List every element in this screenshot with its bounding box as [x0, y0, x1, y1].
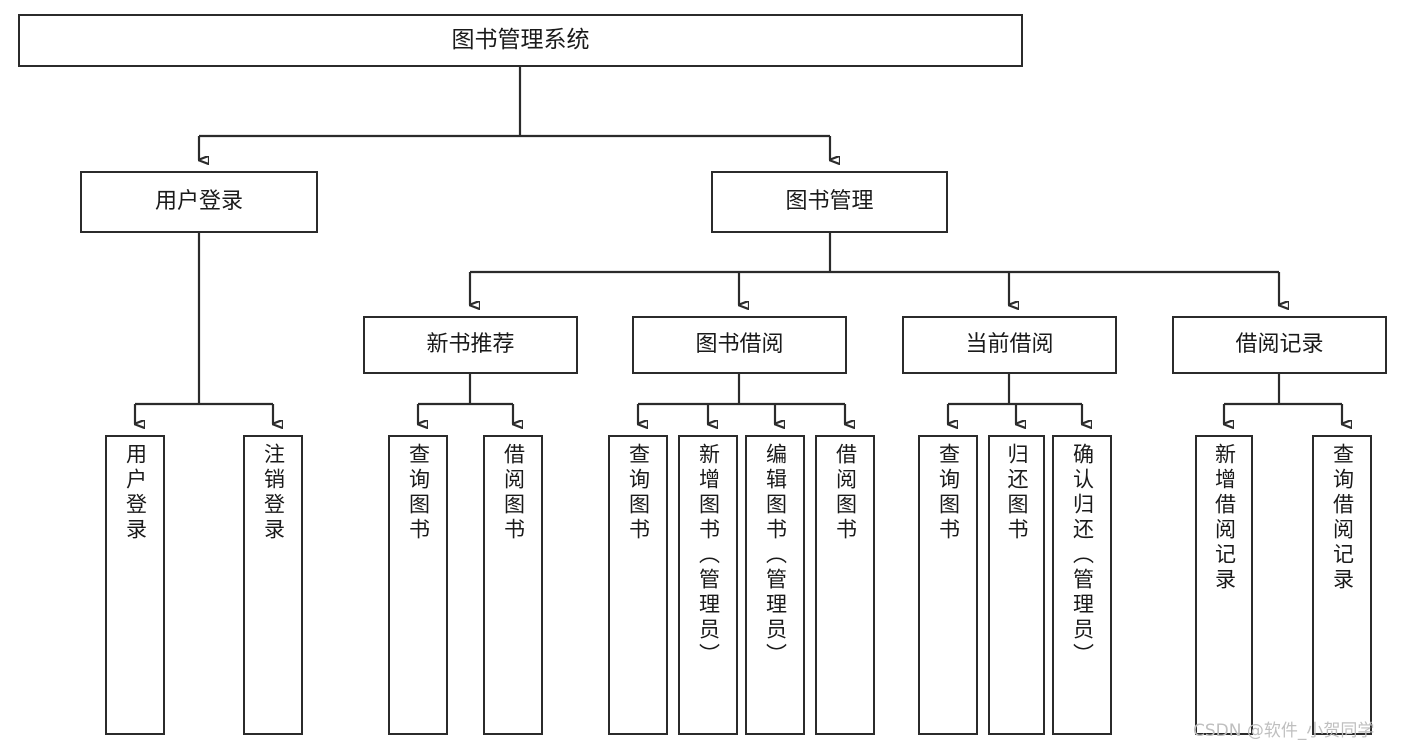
node-leaf-cb-confirm[interactable]: 确认归还（管理员）	[1052, 435, 1112, 735]
node-label: 当前借阅	[965, 332, 1054, 358]
node-label: 图书借阅	[695, 332, 784, 358]
node-label: 查询图书	[936, 443, 961, 543]
node-label: 用户登录	[123, 443, 148, 543]
node-label: 编辑图书（管理员）	[763, 443, 788, 668]
node-label: 用户登录	[154, 189, 243, 215]
node-label: 图书管理系统	[451, 27, 590, 54]
node-label: 查询借阅记录	[1330, 443, 1355, 593]
node-leaf-br-add[interactable]: 新增借阅记录	[1195, 435, 1253, 735]
node-book-manage[interactable]: 图书管理	[711, 171, 948, 233]
node-label: 新增借阅记录	[1212, 443, 1237, 593]
node-label: 查询图书	[626, 443, 651, 543]
node-label: 借阅记录	[1235, 332, 1324, 358]
node-leaf-br-query[interactable]: 查询借阅记录	[1312, 435, 1372, 735]
node-leaf-bb-edit[interactable]: 编辑图书（管理员）	[745, 435, 805, 735]
node-leaf-cb-query[interactable]: 查询图书	[918, 435, 978, 735]
node-leaf-user-login[interactable]: 用户登录	[105, 435, 165, 735]
node-leaf-rec-borrow[interactable]: 借阅图书	[483, 435, 543, 735]
node-leaf-cb-return[interactable]: 归还图书	[988, 435, 1045, 735]
node-user-login[interactable]: 用户登录	[80, 171, 318, 233]
node-root-book-management-system[interactable]: 图书管理系统	[18, 14, 1023, 67]
node-label: 查询图书	[406, 443, 431, 543]
node-label: 新书推荐	[426, 332, 515, 358]
node-leaf-bb-borrow[interactable]: 借阅图书	[815, 435, 875, 735]
node-label: 新增图书（管理员）	[696, 443, 721, 668]
node-new-book-rec[interactable]: 新书推荐	[363, 316, 578, 374]
node-label: 注销登录	[261, 443, 286, 543]
node-leaf-bb-add[interactable]: 新增图书（管理员）	[678, 435, 738, 735]
node-leaf-user-logout[interactable]: 注销登录	[243, 435, 303, 735]
node-label: 归还图书	[1005, 443, 1029, 543]
node-label: 图书管理	[785, 189, 874, 215]
node-leaf-rec-query[interactable]: 查询图书	[388, 435, 448, 735]
node-borrow-record[interactable]: 借阅记录	[1172, 316, 1387, 374]
node-book-borrow[interactable]: 图书借阅	[632, 316, 847, 374]
node-label: 借阅图书	[501, 443, 526, 543]
node-current-borrow[interactable]: 当前借阅	[902, 316, 1117, 374]
node-label: 借阅图书	[833, 443, 858, 543]
node-label: 确认归还（管理员）	[1070, 443, 1095, 668]
node-leaf-bb-query[interactable]: 查询图书	[608, 435, 668, 735]
csdn-watermark: CSDN @软件_小贺同学	[1193, 721, 1375, 741]
